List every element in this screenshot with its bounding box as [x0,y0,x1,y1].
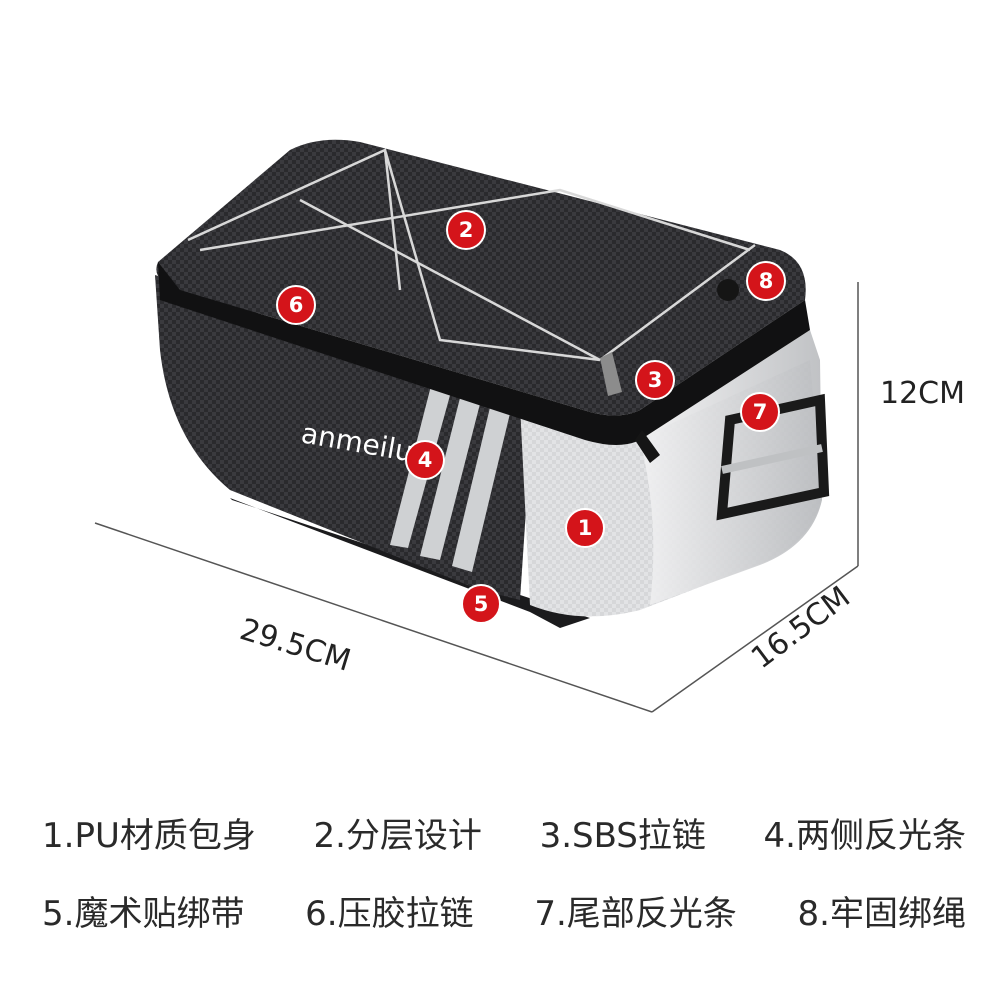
feature-badge-number: 4 [418,448,433,472]
dimension-lines [94,282,859,713]
feature-badge-1: 1 [565,508,605,548]
feature-badge-number: 5 [474,592,489,616]
feature-badge-3: 3 [635,360,675,400]
feature-item: 5.魔术贴绑带 [42,894,245,934]
zipper-toggle-icon [635,430,660,463]
feature-list-row-1: 1.PU材质包身 2.分层设计 3.SBS拉链 4.两侧反光条 [0,808,1000,857]
feature-item: 2.分层设计 [313,816,482,856]
feature-badge-2: 2 [446,210,486,250]
feature-badge-number: 2 [459,218,474,242]
cord-lock-icon [717,279,739,301]
feature-item: 1.PU材质包身 [42,816,256,856]
rear-handle-strap [716,393,830,521]
bag-base [230,498,590,628]
bike-bag: anmeilu [155,139,830,628]
feature-badge-number: 7 [753,400,768,424]
feature-item: 6.压胶拉链 [305,894,474,934]
feature-badges: 1 2 3 4 5 6 7 8 [276,210,786,624]
feature-list-row-2: 5.魔术贴绑带 6.压胶拉链 7.尾部反光条 8.牢固绑绳 [0,886,1000,935]
feature-badge-7: 7 [740,392,780,432]
bungee-cords [187,148,756,362]
feature-badge-number: 1 [578,516,593,540]
length-dimension-line [94,522,653,713]
feature-badge-number: 6 [289,293,304,317]
feature-badge-5: 5 [461,584,501,624]
feature-badge-4: 4 [405,440,445,480]
zipper-pull-icon [600,352,622,396]
feature-badge-number: 8 [759,269,774,293]
height-label: 12CM [880,376,966,411]
width-dimension-line [651,565,859,713]
feature-badge-number: 3 [648,368,663,392]
rear-reflective-strip [721,444,823,474]
feature-badge-8: 8 [746,261,786,301]
feature-item: 7.尾部反光条 [534,894,737,934]
feature-item: 8.牢固绑绳 [797,894,966,934]
feature-item: 4.两侧反光条 [763,816,966,856]
feature-badge-6: 6 [276,285,316,325]
feature-item: 3.SBS拉链 [539,816,706,856]
